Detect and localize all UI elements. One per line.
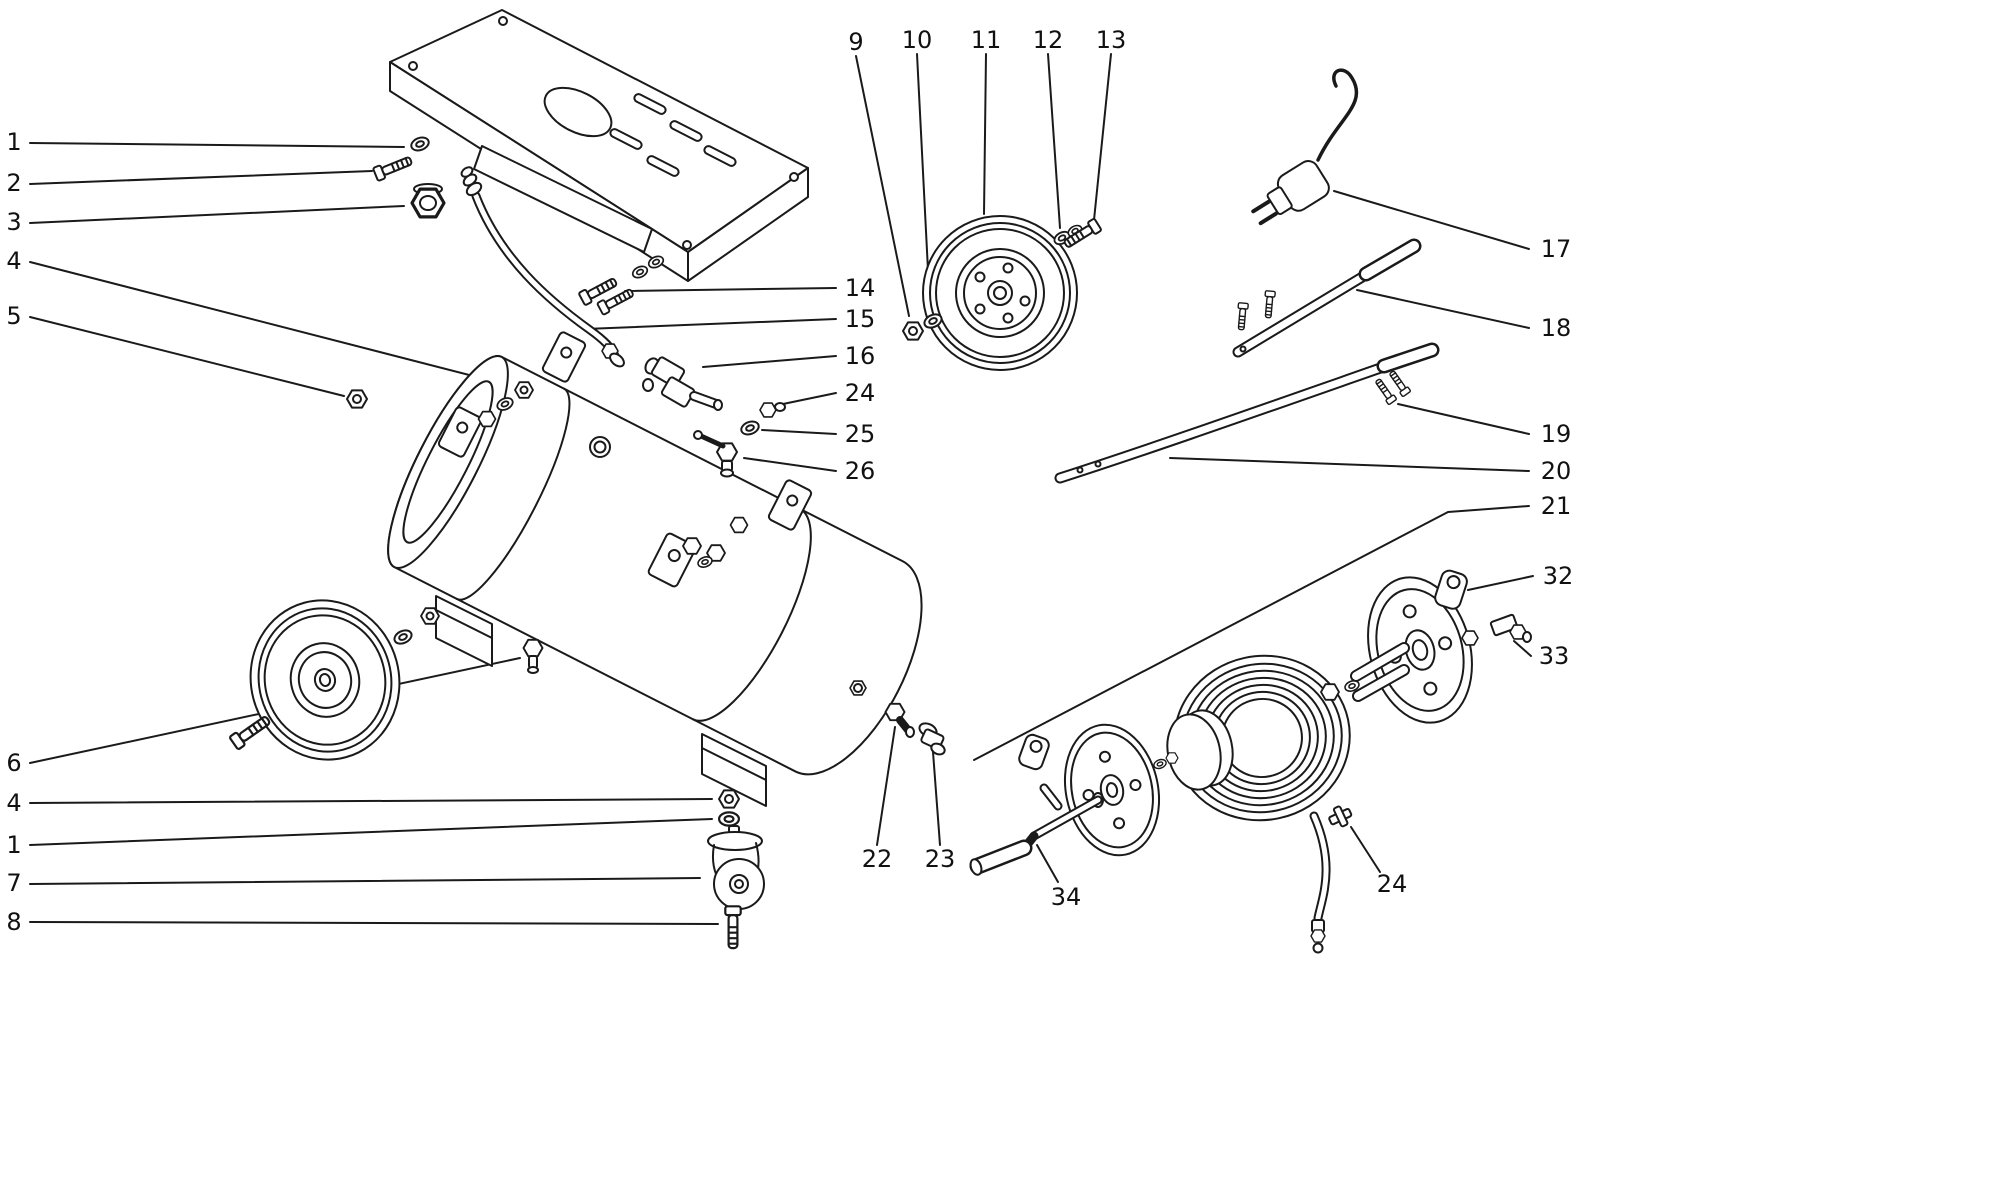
callout-c5: 5 — [6, 302, 22, 330]
callout-c24b: 24 — [1376, 870, 1408, 898]
bolts-item-14 — [577, 253, 666, 316]
tank-brackets — [346, 331, 813, 588]
front-wheel-items-9-13 — [902, 215, 1103, 371]
callout-c14: 14 — [844, 274, 876, 302]
leader-24a — [782, 392, 837, 405]
callout-c4b: 4 — [6, 789, 22, 817]
callout-c19: 19 — [1540, 420, 1572, 448]
leader-20 — [1169, 457, 1530, 472]
callout-c16: 16 — [844, 342, 876, 370]
leader-15 — [584, 318, 837, 330]
leader-4b — [29, 798, 713, 804]
callout-c25: 25 — [844, 420, 876, 448]
leader-2 — [29, 170, 373, 185]
leader-24b — [1350, 826, 1381, 873]
leader-9 — [855, 55, 910, 317]
mounting-plate — [389, 9, 809, 282]
callout-c26: 26 — [844, 457, 876, 485]
leader-7 — [29, 877, 701, 885]
drain-fitting-item-6 — [522, 638, 544, 674]
callout-c23: 23 — [924, 845, 956, 873]
leader-19 — [1397, 403, 1530, 435]
leader-13 — [1093, 53, 1112, 221]
air-hose-item-15 — [460, 166, 625, 368]
leader-23 — [932, 751, 941, 846]
callout-c9: 9 — [848, 28, 864, 56]
leader-22 — [876, 726, 896, 846]
caster-items-7-8 — [707, 789, 765, 950]
callout-c11: 11 — [970, 26, 1002, 54]
fitting-item-33 — [1489, 613, 1532, 643]
washer-item-1 — [408, 134, 432, 154]
rear-wheel — [249, 599, 440, 761]
callout-c10: 10 — [901, 26, 933, 54]
clip-item-24 — [1328, 805, 1353, 828]
callout-c4a: 4 — [6, 247, 22, 275]
handle-tubes-items-18-20 — [1054, 238, 1440, 484]
tank-fittings-items-22-23 — [884, 702, 946, 756]
leader-33 — [1513, 640, 1532, 657]
callout-c18: 18 — [1540, 314, 1572, 342]
callout-c22: 22 — [861, 845, 893, 873]
bracket-item-32 — [1434, 569, 1468, 610]
leader-3 — [29, 205, 405, 224]
leader-4a — [29, 261, 513, 387]
callout-c34: 34 — [1050, 883, 1082, 911]
callout-c17: 17 — [1540, 235, 1572, 263]
callout-c13: 13 — [1095, 26, 1127, 54]
leader-12 — [1047, 53, 1061, 229]
hose-reel-items-21-34 — [969, 569, 1532, 954]
leader-8 — [29, 921, 719, 925]
crank-item-34 — [969, 792, 1104, 876]
callout-c12: 12 — [1032, 26, 1064, 54]
leader-5 — [29, 316, 345, 397]
fitting-item-3 — [410, 183, 446, 219]
leader-32 — [1467, 575, 1534, 591]
callout-c21: 21 — [1540, 492, 1572, 520]
leader-26 — [743, 457, 837, 472]
callout-c3: 3 — [6, 208, 22, 236]
leader-25 — [761, 429, 837, 435]
leader-34 — [1036, 844, 1059, 883]
callout-c15: 15 — [844, 305, 876, 333]
callout-c32: 32 — [1542, 562, 1574, 590]
leader-1a — [29, 142, 405, 148]
callout-c2: 2 — [6, 169, 22, 197]
valve-cluster-items-16-26 — [642, 356, 786, 478]
power-plug-item-17 — [1251, 68, 1359, 226]
leader-14 — [624, 287, 837, 292]
callout-c33: 33 — [1538, 642, 1570, 670]
callout-c24a: 24 — [844, 379, 876, 407]
callout-c8: 8 — [6, 908, 22, 936]
callout-c20: 20 — [1540, 457, 1572, 485]
callout-c6: 6 — [6, 749, 22, 777]
leader-1b — [29, 818, 713, 846]
leader-17 — [1333, 190, 1530, 250]
leader-18 — [1356, 289, 1530, 329]
callout-c1a: 1 — [6, 128, 22, 156]
callout-c7: 7 — [6, 869, 22, 897]
leader-16 — [702, 355, 837, 368]
leader-21 — [973, 505, 1530, 761]
leader-11 — [983, 53, 987, 215]
callout-c1b: 1 — [6, 831, 22, 859]
bolt-item-2 — [371, 152, 415, 183]
